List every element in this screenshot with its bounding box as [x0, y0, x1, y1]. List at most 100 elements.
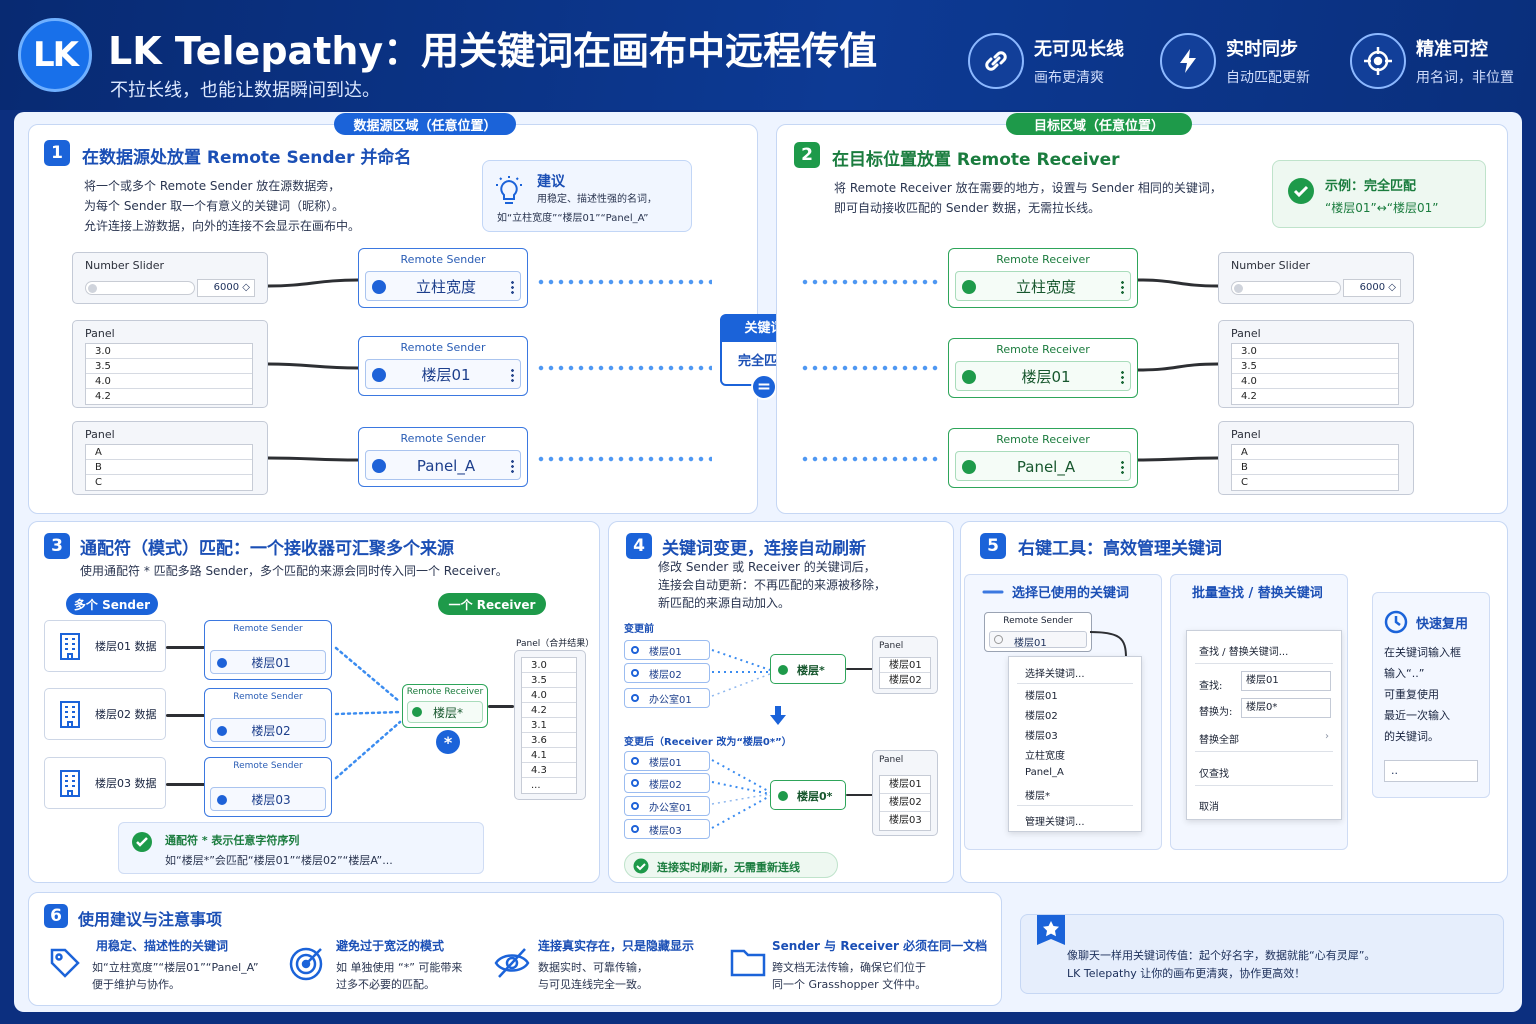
receiver-keyword[interactable]: 楼层01: [1021, 368, 1071, 386]
output-dot[interactable]: [372, 368, 386, 382]
sender-keyword[interactable]: 立柱宽度: [415, 278, 476, 296]
menu-item[interactable]: 楼层01: [1025, 691, 1058, 702]
panel-row: 楼层01: [880, 776, 930, 794]
number-slider[interactable]: Number Slider 6000 ◇: [72, 252, 268, 304]
sender-tag[interactable]: 楼层01: [624, 640, 710, 660]
more-icon[interactable]: [511, 459, 514, 473]
panel-row: C: [95, 477, 102, 488]
more-icon[interactable]: [1121, 370, 1124, 384]
step6-title: 使用建议与注意事项: [78, 910, 223, 929]
menu-item[interactable]: 楼层*: [1025, 791, 1050, 802]
remote-sender[interactable]: Remote Sender 立柱宽度: [358, 248, 528, 308]
sender-keyword[interactable]: 楼层02: [251, 724, 291, 738]
slider-handle[interactable]: [88, 284, 97, 293]
sender-tag[interactable]: 楼层02: [624, 663, 710, 683]
menu-item[interactable]: 选择关键词...: [1025, 669, 1085, 680]
node-value[interactable]: 楼层01: [1014, 638, 1047, 649]
step1-title: 在数据源处放置 Remote Sender 并命名: [82, 148, 412, 168]
receiver-keyword[interactable]: 楼层*: [432, 706, 463, 720]
receiver-keyword[interactable]: 立柱宽度: [1015, 278, 1076, 296]
output-dot[interactable]: [994, 635, 1003, 644]
menu-item[interactable]: Panel_A: [1025, 767, 1064, 778]
wire: [488, 705, 514, 708]
panel-row: 楼层03: [889, 815, 922, 826]
output-dot[interactable]: [217, 726, 227, 736]
component-header: Remote Sender: [400, 341, 486, 354]
component-header: Remote Sender: [233, 624, 303, 634]
more-icon[interactable]: [1121, 280, 1124, 294]
remote-sender[interactable]: Remote Sender 楼层01: [358, 336, 528, 396]
menu-item[interactable]: 管理关键词...: [1025, 817, 1085, 828]
sender-tag[interactable]: 办公室01: [624, 688, 710, 708]
sender-keyword[interactable]: 楼层01: [421, 366, 471, 384]
receiver-keyword[interactable]: 楼层*: [797, 664, 825, 677]
remote-receiver[interactable]: 楼层*: [770, 654, 846, 684]
more-icon[interactable]: [1121, 460, 1124, 474]
sender-node[interactable]: Remote Sender 楼层01: [984, 612, 1092, 652]
sender-keyword[interactable]: 楼层03: [251, 793, 291, 807]
slider-handle[interactable]: [1234, 284, 1243, 293]
cancel-button[interactable]: 取消: [1199, 802, 1219, 813]
remote-receiver[interactable]: Remote Receiver 立柱宽度: [948, 248, 1138, 308]
wire: [846, 668, 874, 670]
remote-receiver[interactable]: Remote Receiver 楼层*: [402, 684, 488, 728]
remote-receiver[interactable]: 楼层0*: [770, 780, 846, 810]
match-links: [711, 649, 771, 697]
output-dot[interactable]: [217, 795, 227, 805]
more-icon[interactable]: [511, 280, 514, 294]
tip-text: 跨文档无法传输，确保它们位于同一个 Grasshopper 文件中。: [772, 961, 927, 991]
sender-tag[interactable]: 楼层02: [624, 773, 710, 793]
slider-track[interactable]: [1231, 281, 1341, 295]
find-input[interactable]: 楼层01: [1241, 671, 1331, 691]
sender-tag[interactable]: 楼层01: [624, 751, 710, 771]
feature-no-wires: 无可见长线画布更清爽: [968, 28, 1124, 94]
output-dot[interactable]: [217, 658, 227, 668]
input-dot[interactable]: [412, 707, 422, 717]
replace-all-button[interactable]: 替换全部: [1199, 735, 1239, 746]
remote-sender[interactable]: Remote Sender Panel_A: [358, 427, 528, 487]
panel-row: 4.0: [522, 688, 576, 703]
step-number: 3: [44, 533, 70, 559]
remote-receiver[interactable]: Remote Receiver 楼层01: [948, 338, 1138, 398]
source-label: 楼层01 数据: [95, 640, 157, 653]
menu-item[interactable]: 楼层02: [1025, 711, 1058, 722]
receiver-keyword[interactable]: Panel_A: [1016, 458, 1076, 476]
sender-keyword[interactable]: 楼层01: [251, 656, 291, 670]
sender-keyword[interactable]: Panel_A: [416, 457, 476, 475]
slider-value[interactable]: 6000 ◇: [1343, 279, 1401, 297]
sender-tag[interactable]: 办公室01: [624, 796, 710, 816]
output-dot[interactable]: [372, 280, 386, 294]
component-label: Panel: [879, 641, 904, 651]
check-circle-icon: [132, 832, 152, 852]
find-only-button[interactable]: 仅查找: [1199, 769, 1229, 780]
slider-value[interactable]: 6000 ◇: [197, 279, 255, 297]
remote-receiver[interactable]: Remote Receiver Panel_A: [948, 428, 1138, 488]
input-dot[interactable]: [962, 370, 976, 384]
input-dot[interactable]: [778, 665, 788, 675]
check-circle-icon: [633, 858, 649, 874]
remote-sender[interactable]: Remote Sender 楼层01: [204, 620, 332, 680]
closing-note: 像聊天一样用关键词传值：起个好名字，数据就能“心有灵犀”。 LK Telepat…: [1020, 914, 1504, 994]
sender-tag[interactable]: 楼层03: [624, 819, 710, 839]
remote-sender[interactable]: Remote Sender 楼层03: [204, 757, 332, 817]
number-slider[interactable]: Number Slider 6000 ◇: [1218, 252, 1414, 304]
tip-title: 建议: [537, 174, 565, 190]
panel-row: 3.5: [86, 359, 252, 374]
menu-item[interactable]: 立柱宽度: [1025, 751, 1065, 762]
output-dot[interactable]: [372, 459, 386, 473]
receiver-keyword[interactable]: 楼层0*: [797, 790, 833, 803]
input-dot[interactable]: [962, 460, 976, 474]
chevron-right-icon: ›: [1325, 731, 1329, 742]
slider-track[interactable]: [85, 281, 195, 295]
input-dot[interactable]: [778, 791, 788, 801]
component-header: Remote Sender: [1003, 616, 1073, 626]
component-header: Remote Sender: [233, 761, 303, 771]
menu-item[interactable]: 楼层03: [1025, 731, 1058, 742]
input-dot[interactable]: [962, 280, 976, 294]
more-icon[interactable]: [511, 368, 514, 382]
panel-row: 4.2: [1241, 391, 1257, 402]
keyword-input[interactable]: ..: [1384, 760, 1478, 782]
replace-input[interactable]: 楼层0*: [1241, 698, 1331, 718]
